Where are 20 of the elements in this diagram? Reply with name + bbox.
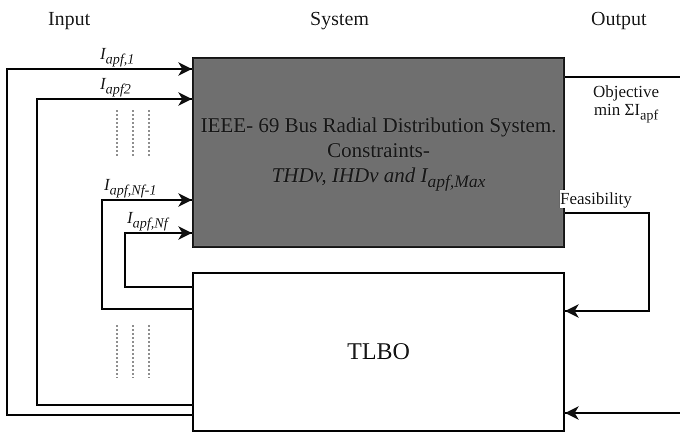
edge-label: Feasibility — [560, 190, 632, 208]
arrow — [124, 226, 192, 288]
arrow — [565, 212, 650, 318]
arrow — [565, 406, 680, 420]
edge-label: I$_{apf,Nf-1}$ — [104, 176, 156, 198]
arrow — [36, 92, 192, 406]
edge-label: I$_{apf,Nf}$ — [127, 209, 168, 232]
column-heading: Output — [591, 8, 647, 31]
arrow — [101, 193, 192, 310]
column-heading: Input — [48, 8, 90, 31]
edge-label: I$_{apf2}$ — [100, 75, 131, 98]
connector-line — [565, 76, 680, 78]
constraints-list: THDv, IHDv and I$_{apf,Max}$ — [272, 163, 486, 192]
column-heading: System — [310, 8, 369, 31]
process-label: TLBO — [347, 338, 410, 366]
process-box — [192, 272, 565, 432]
constraints-heading: Constraints- — [327, 138, 430, 164]
system-title: IEEE- 69 Bus Radial Distribution System. — [200, 112, 556, 138]
arrow — [6, 62, 192, 416]
edge-label: I$_{apf,1}$ — [100, 45, 134, 68]
